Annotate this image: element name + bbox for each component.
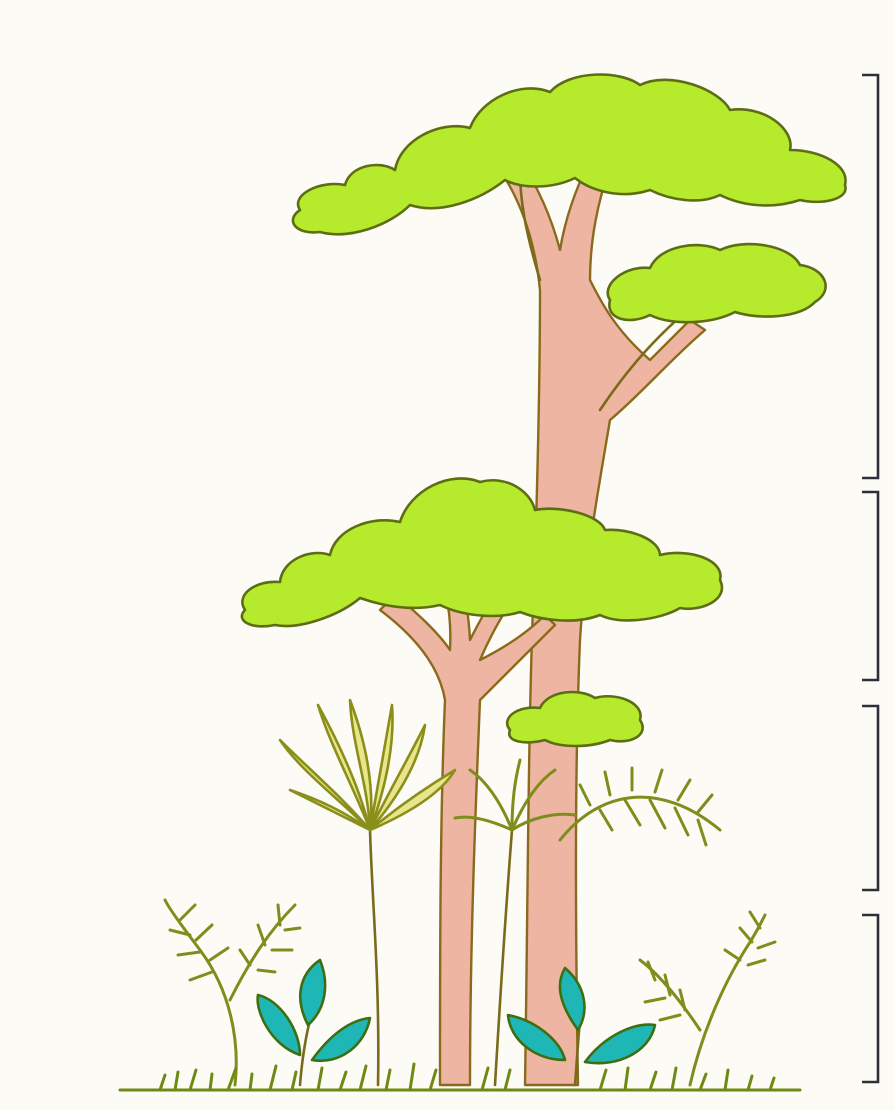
right-fern bbox=[640, 912, 775, 1085]
left-fern bbox=[165, 900, 300, 1085]
canopy-layer-bracket bbox=[862, 492, 878, 680]
emergent-layer-bracket bbox=[862, 75, 878, 478]
understory-layer-bracket bbox=[862, 706, 878, 890]
right-frond bbox=[560, 768, 720, 845]
understory-crown bbox=[507, 692, 642, 746]
layer-brackets bbox=[862, 75, 878, 1082]
forest-floor-layer-bracket bbox=[862, 915, 878, 1082]
canopy-layer-crown bbox=[242, 478, 722, 626]
